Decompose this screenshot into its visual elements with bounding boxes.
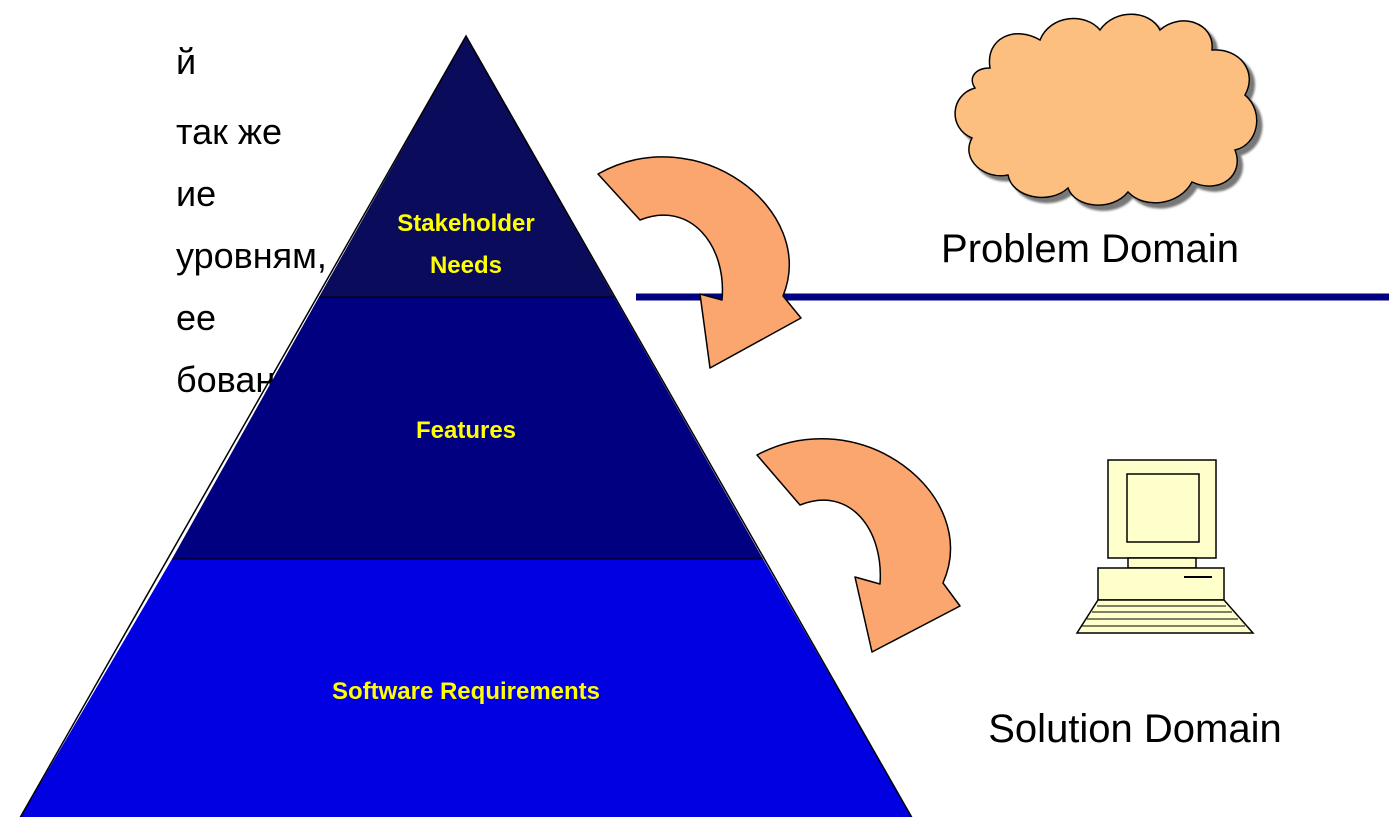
tier-label-software-requirements: Software Requirements bbox=[332, 678, 600, 705]
intro-text-line: так же bbox=[176, 111, 282, 152]
solution-domain-label: Solution Domain bbox=[988, 707, 1282, 751]
curved-arrow-icon bbox=[597, 156, 802, 369]
cloud-icon bbox=[954, 13, 1258, 206]
pyramid-tier-features bbox=[172, 297, 763, 559]
requirements-pyramid: Stakeholder Needs Features Software Requ… bbox=[16, 34, 916, 822]
tier-label-features: Features bbox=[416, 417, 516, 444]
pyramid-tier-software-requirements bbox=[17, 559, 915, 822]
problem-domain-label: Problem Domain bbox=[941, 227, 1239, 271]
intro-text-line: ее bbox=[176, 297, 216, 338]
intro-text-line: й bbox=[176, 41, 196, 82]
tier-label-needs: Needs bbox=[430, 252, 502, 279]
tier-label-stakeholder: Stakeholder bbox=[397, 210, 534, 237]
pyramid-tier-stakeholder-needs bbox=[319, 36, 614, 297]
intro-text-line: ие bbox=[176, 173, 216, 214]
intro-text-line: уровням, bbox=[176, 235, 327, 276]
pyramid-outline bbox=[16, 34, 916, 822]
curved-arrow-icon bbox=[756, 437, 961, 653]
computer-icon bbox=[1075, 459, 1255, 634]
